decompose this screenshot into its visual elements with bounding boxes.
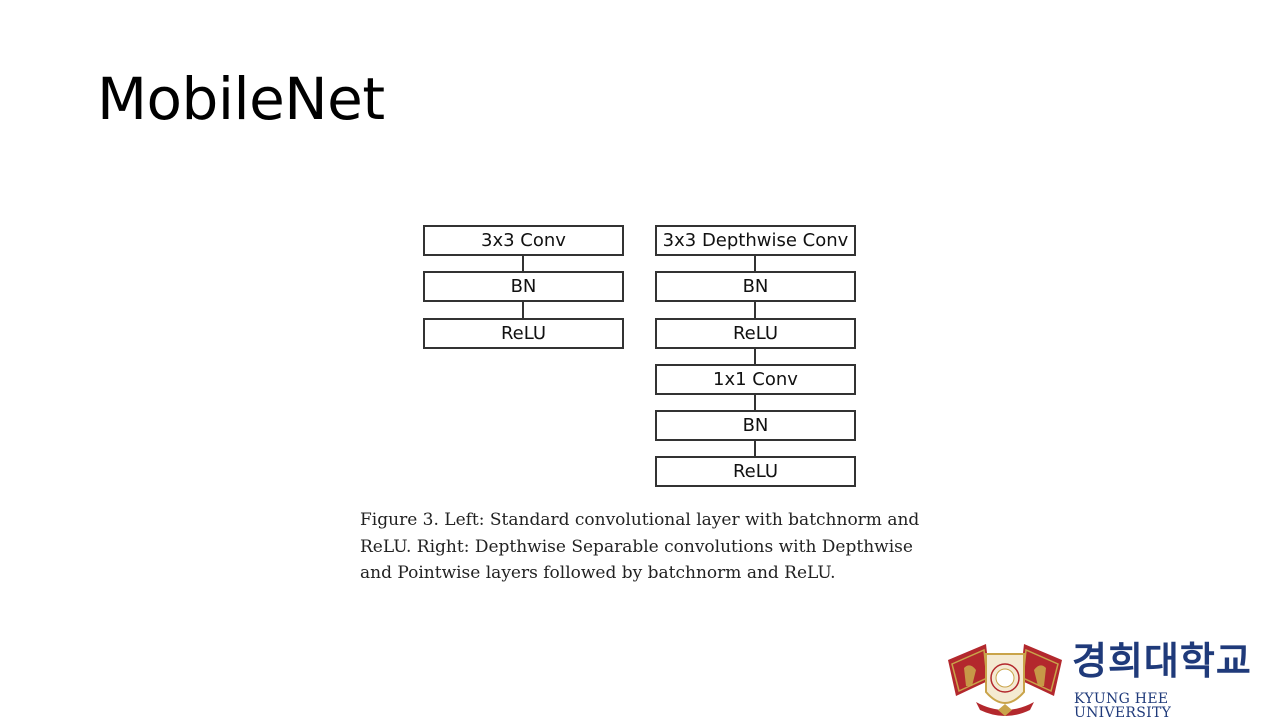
left-block-relu: ReLU bbox=[423, 318, 624, 349]
right-connector bbox=[754, 395, 756, 410]
left-connector bbox=[522, 256, 524, 271]
left-block-conv: 3x3 Conv bbox=[423, 225, 624, 256]
right-block-depthwise-conv: 3x3 Depthwise Conv bbox=[655, 225, 856, 256]
right-connector bbox=[754, 256, 756, 271]
right-block-relu-1: ReLU bbox=[655, 318, 856, 349]
university-korean-name: 경희대학교 bbox=[1072, 639, 1252, 683]
right-connector bbox=[754, 349, 756, 364]
university-english-name: KYUNG HEE UNIVERSITY bbox=[1074, 691, 1172, 721]
figure-caption: Figure 3. Left: Standard convolutional l… bbox=[360, 507, 930, 587]
right-block-bn-2: BN bbox=[655, 410, 856, 441]
right-block-relu-2: ReLU bbox=[655, 456, 856, 487]
right-connector bbox=[754, 441, 756, 456]
left-block-bn: BN bbox=[423, 271, 624, 302]
right-block-pointwise-conv: 1x1 Conv bbox=[655, 364, 856, 395]
left-connector bbox=[522, 302, 524, 318]
right-block-bn-1: BN bbox=[655, 271, 856, 302]
university-emblem-icon bbox=[948, 644, 1062, 716]
caption-line: and Pointwise layers followed by batchno… bbox=[360, 563, 836, 583]
caption-line: Figure 3. Left: Standard convolutional l… bbox=[360, 510, 920, 530]
caption-line: ReLU. Right: Depthwise Separable convolu… bbox=[360, 536, 913, 557]
slide-title: MobileNet bbox=[97, 65, 385, 133]
university-logo: 경희대학교 KYUNG HEE UNIVERSITY bbox=[946, 639, 1268, 721]
right-connector bbox=[754, 302, 756, 318]
